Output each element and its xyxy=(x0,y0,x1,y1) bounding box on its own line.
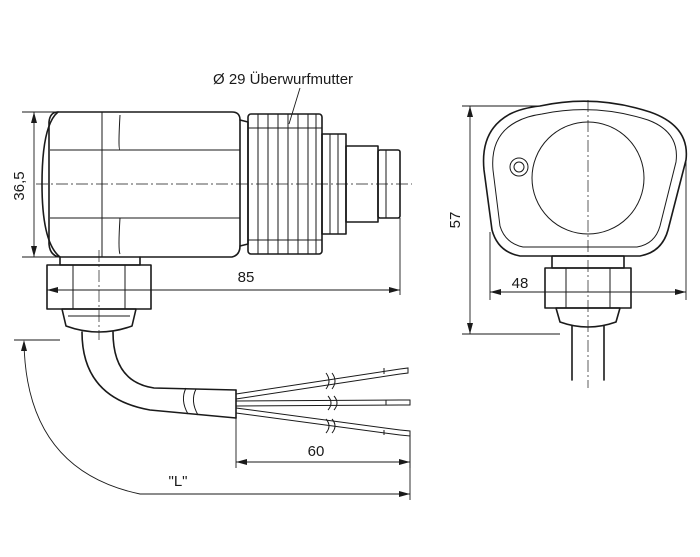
screw-hole-icon xyxy=(509,157,529,177)
side-housing-outer xyxy=(482,100,688,257)
dim-height-body: 36,5 xyxy=(11,111,60,258)
cable xyxy=(81,331,237,419)
front-view: Ø 29 Überwurfmutter xyxy=(11,70,412,500)
housing-body xyxy=(48,111,241,258)
wires xyxy=(235,367,411,437)
dim-side-width: 48 xyxy=(489,160,687,300)
dim-side-height: 57 xyxy=(447,105,560,335)
dim-cable-length: "L" xyxy=(14,339,411,500)
side-nut-circle xyxy=(531,121,645,235)
dim-height-body-label: 36,5 xyxy=(11,171,28,200)
side-housing-inner xyxy=(492,109,677,248)
nut-callout-leader xyxy=(288,87,301,125)
dim-cable-length-label: "L" xyxy=(169,473,188,490)
nut-callout-label: Ø 29 Überwurfmutter xyxy=(213,70,353,88)
side-view: 57 48 xyxy=(447,100,688,388)
dim-wire-length-label: 60 xyxy=(308,443,325,460)
dim-side-width-label: 48 xyxy=(512,275,529,292)
side-cable-gland xyxy=(544,100,632,388)
cable-gland xyxy=(46,250,152,340)
dim-length-total-label: 85 xyxy=(238,269,255,286)
dim-side-height-label: 57 xyxy=(447,212,464,229)
housing-front-cap xyxy=(41,111,61,258)
dim-wire-length: 60 xyxy=(235,418,411,468)
dim-length-total: 85 xyxy=(46,218,401,295)
